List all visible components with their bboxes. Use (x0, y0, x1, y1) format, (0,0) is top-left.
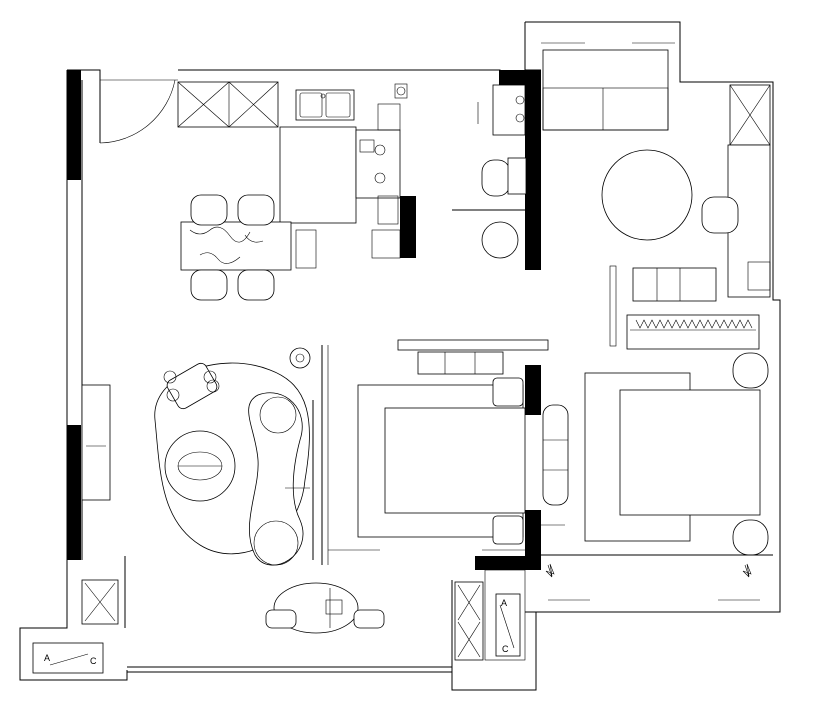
bathroom (452, 84, 527, 259)
dining-set (180, 194, 292, 301)
bed-middle (384, 407, 526, 514)
wardrobe (626, 314, 760, 350)
master-bedroom (541, 352, 773, 601)
study-room (541, 42, 771, 350)
kitchen-island (279, 126, 357, 224)
middle-bedroom (328, 339, 569, 551)
laundry-cabinet (81, 579, 119, 625)
round-table (601, 149, 693, 241)
outer-walls (19, 21, 781, 691)
sink (295, 89, 355, 121)
ac-label-c2: C (502, 644, 509, 654)
ac-label-a2: A (501, 598, 507, 608)
curved-sofa (248, 392, 304, 566)
ac-label-a: A (44, 653, 50, 663)
side-table-set (163, 362, 220, 410)
entrance-door (99, 79, 178, 144)
washbasin (481, 221, 519, 259)
ac-unit-left: A C (32, 642, 104, 674)
living-room (81, 345, 385, 634)
ac-unit-right: A C (484, 569, 526, 661)
shoe-cabinet (454, 581, 484, 661)
tv-cabinet (81, 384, 111, 501)
cooktop (355, 129, 401, 199)
toilet (481, 159, 511, 197)
bed-master (619, 389, 761, 516)
kitchen (177, 81, 408, 269)
ac-label-c: C (90, 656, 97, 666)
balcony-plants (545, 563, 752, 578)
